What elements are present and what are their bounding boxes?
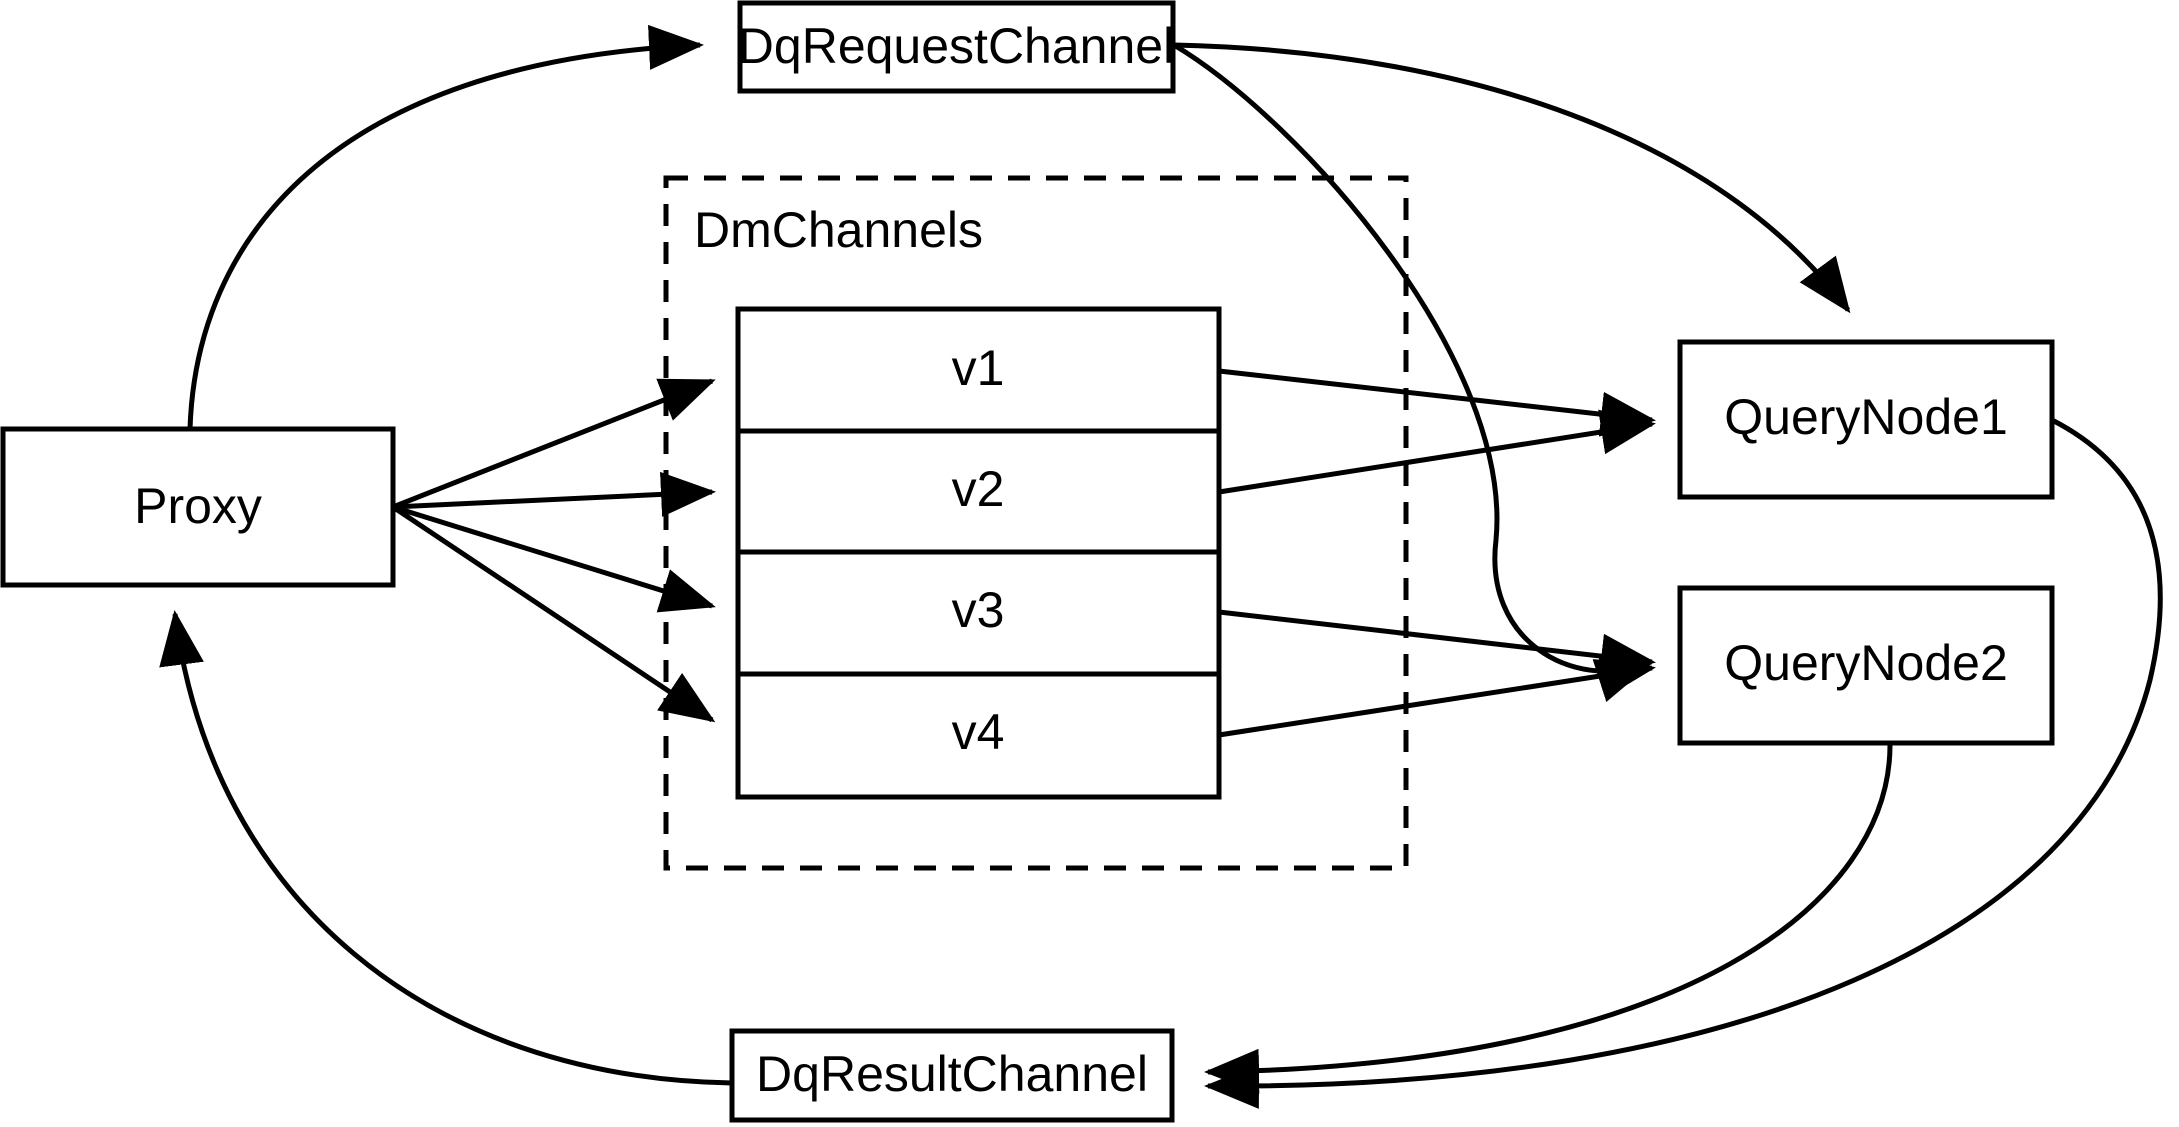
edge-dq-request-channel-to-query-node-1: [1173, 42, 1851, 314]
edge-v2-to-query-node-1: [1218, 409, 1656, 495]
dq-result-channel-label: DqResultChannel: [756, 1046, 1148, 1102]
vchannel-stack: v1 v2 v3 v4: [735, 306, 1222, 800]
edge-proxy-to-dq-request-channel: [187, 24, 704, 430]
vchannel-item-v1[interactable]: v1: [952, 340, 1005, 396]
node-query-node-1[interactable]: QueryNode1: [1677, 339, 2055, 500]
edge-v1-to-query-node-1: [1218, 368, 1656, 437]
vchannel-item-v4[interactable]: v4: [952, 704, 1005, 760]
dq-request-channel-label: DqRequestChannel: [738, 18, 1174, 74]
edge-proxy-to-v3: [392, 504, 716, 613]
dq-result-channel-box[interactable]: [729, 1028, 1175, 1123]
edge-dq-result-channel-to-proxy: [159, 610, 733, 1086]
dm-channels-group-border: [663, 175, 1409, 871]
query-node-2-box[interactable]: [1677, 585, 2055, 746]
edge-query-node-1-to-dq-result-channel: [1204, 417, 2163, 1109]
query-node-2-label: QueryNode2: [1724, 635, 2008, 691]
edge-proxy-to-v4: [391, 504, 716, 723]
vchannel-item-v3[interactable]: v3: [952, 582, 1005, 638]
query-node-1-label: QueryNode1: [1724, 389, 2008, 445]
node-dq-request-channel[interactable]: DqRequestChannel: [737, 0, 1176, 94]
node-query-node-2[interactable]: QueryNode2: [1677, 585, 2055, 746]
edge-proxy-to-v1: [392, 378, 716, 510]
proxy-box[interactable]: [0, 426, 396, 588]
node-proxy[interactable]: Proxy: [0, 426, 396, 588]
node-dq-result-channel[interactable]: DqResultChannel: [729, 1028, 1175, 1123]
proxy-label: Proxy: [134, 478, 262, 534]
query-node-1-box[interactable]: [1677, 339, 2055, 500]
edge-query-node-2-to-dq-result-channel: [1204, 744, 1893, 1094]
dm-channels-group-label: DmChannels: [694, 202, 983, 258]
edge-v4-to-query-node-2: [1218, 653, 1656, 738]
vchannel-item-v2[interactable]: v2: [952, 461, 1005, 517]
edge-dq-request-channel-to-query-node-2: [1172, 42, 1652, 702]
dm-channels-group: DmChannels: [663, 175, 1409, 871]
dq-request-channel-box[interactable]: [737, 0, 1176, 94]
edge-proxy-to-v2: [392, 471, 716, 517]
edge-v3-to-query-node-2: [1218, 609, 1656, 679]
